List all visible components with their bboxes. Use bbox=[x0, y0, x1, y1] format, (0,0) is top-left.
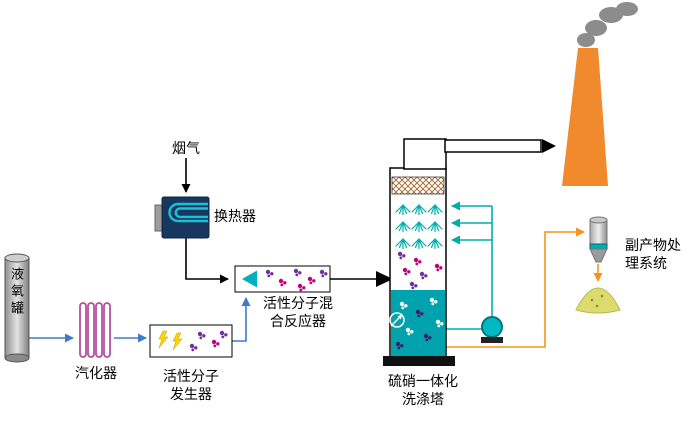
vaporizer-label: 汽化器 bbox=[75, 365, 117, 381]
heat-exchanger-label: 换热器 bbox=[214, 208, 256, 224]
flue-gas-line bbox=[181, 158, 378, 284]
mixing-reactor-label: 活性分子混 合反应器 bbox=[263, 295, 333, 329]
spray-nozzle-icons bbox=[395, 204, 443, 250]
generator-box bbox=[149, 324, 233, 358]
oxygen-line bbox=[29, 297, 251, 343]
byproduct-system-label: 副产物处 理系统 bbox=[625, 237, 681, 271]
byproduct-nozzle-icon bbox=[589, 216, 608, 263]
scrubber-tower bbox=[383, 138, 556, 366]
circulation-pump bbox=[481, 316, 503, 343]
tank-label: 液氧罐 bbox=[9, 267, 24, 318]
circulation-line bbox=[446, 201, 493, 330]
oxygen-tank bbox=[4, 253, 30, 363]
duct-arrow bbox=[542, 139, 556, 153]
agitator-icon bbox=[389, 312, 405, 328]
venturi-cone-icon bbox=[242, 270, 257, 288]
flue-gas-label: 烟气 bbox=[172, 140, 200, 156]
heat-exchanger bbox=[154, 196, 210, 239]
byproduct-pile bbox=[575, 287, 621, 314]
scrubber-tower-label: 硫硝一体化 洗涤塔 bbox=[388, 373, 458, 407]
smoke bbox=[577, 2, 638, 47]
tower-inlet-nozzle bbox=[376, 271, 393, 287]
tower-base bbox=[383, 356, 455, 366]
vaporizer bbox=[79, 302, 111, 358]
mixing-reactor bbox=[234, 265, 331, 293]
byproduct-line bbox=[446, 227, 603, 348]
generator-label: 活性分子 发生器 bbox=[163, 368, 219, 402]
chimney bbox=[562, 48, 608, 186]
demister-hatch-band bbox=[391, 176, 445, 195]
